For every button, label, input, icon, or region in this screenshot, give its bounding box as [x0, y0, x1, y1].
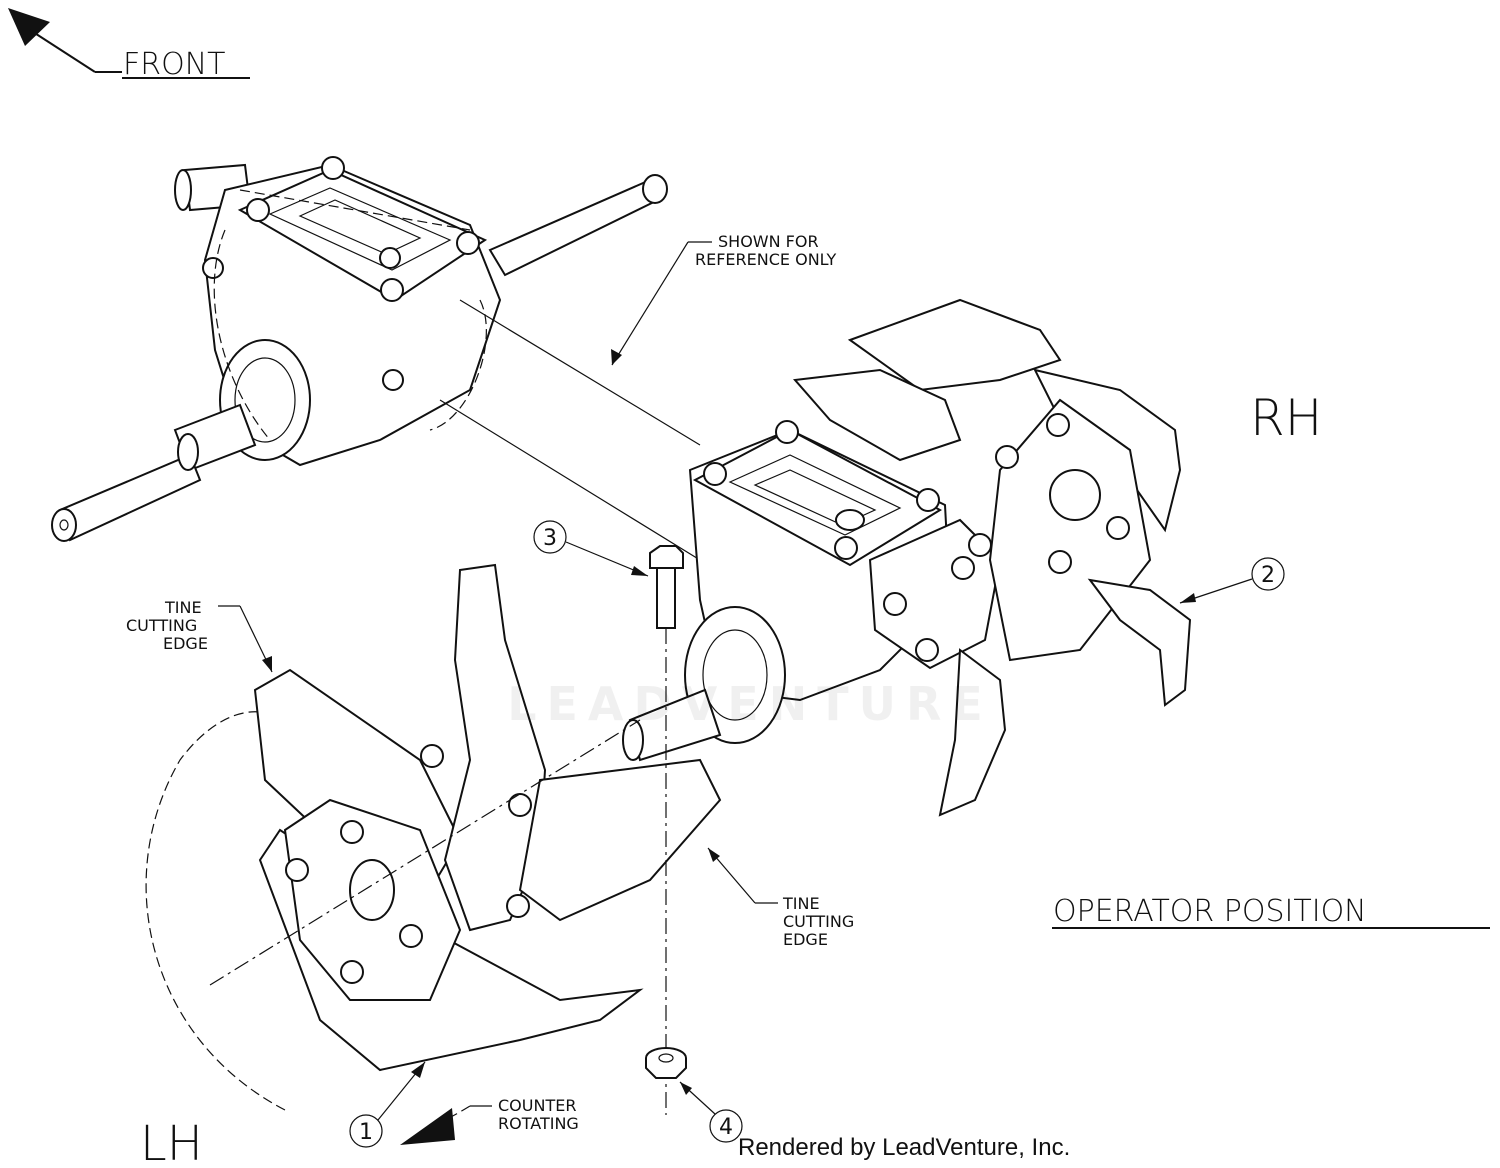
upper-transmission	[51, 156, 701, 561]
watermark-text: LEADVENTURE	[507, 677, 993, 731]
callout-1: 1	[349, 1061, 426, 1148]
callout-2: 2	[1179, 557, 1285, 604]
svg-text:4: 4	[719, 1115, 733, 1140]
rh-label: RH	[1250, 389, 1322, 447]
tine-left-line2: CUTTING	[126, 616, 197, 635]
svg-text:3: 3	[543, 526, 557, 551]
tine-left-leader	[218, 605, 273, 673]
callout-3: 3	[533, 520, 649, 577]
tine-right-line2: CUTTING	[783, 912, 854, 931]
rh-tine-assembly	[792, 298, 1192, 817]
counter-rotating-arrow-icon	[400, 1105, 492, 1145]
tine-right-leader	[707, 847, 778, 904]
shown-for-line2: REFERENCE ONLY	[695, 250, 836, 269]
tine-right-line1: TINE	[782, 894, 820, 913]
nut-part-4	[645, 1047, 687, 1079]
counter-line1: COUNTER	[498, 1096, 576, 1115]
counter-line2: ROTATING	[498, 1114, 579, 1133]
callout-4: 4	[679, 1081, 743, 1143]
tine-left-line3: EDGE	[163, 634, 208, 653]
bolt-part-3	[649, 545, 684, 1115]
lh-tine-assembly	[145, 563, 722, 1111]
rendered-by-credit: Rendered by LeadVenture, Inc.	[738, 1134, 1071, 1161]
shown-for-line1: SHOWN FOR	[718, 232, 819, 251]
tine-left-line1: TINE	[164, 598, 202, 617]
operator-position-label: OPERATOR POSITION	[1053, 894, 1367, 929]
lh-label: LH	[140, 1116, 203, 1168]
svg-text:2: 2	[1261, 563, 1275, 588]
lower-transmission	[622, 420, 1002, 762]
svg-text:1: 1	[359, 1120, 373, 1145]
front-label: FRONT	[123, 47, 225, 82]
shown-for-leader	[611, 241, 712, 366]
tine-right-line3: EDGE	[783, 930, 828, 949]
front-arrow-icon	[8, 8, 250, 79]
